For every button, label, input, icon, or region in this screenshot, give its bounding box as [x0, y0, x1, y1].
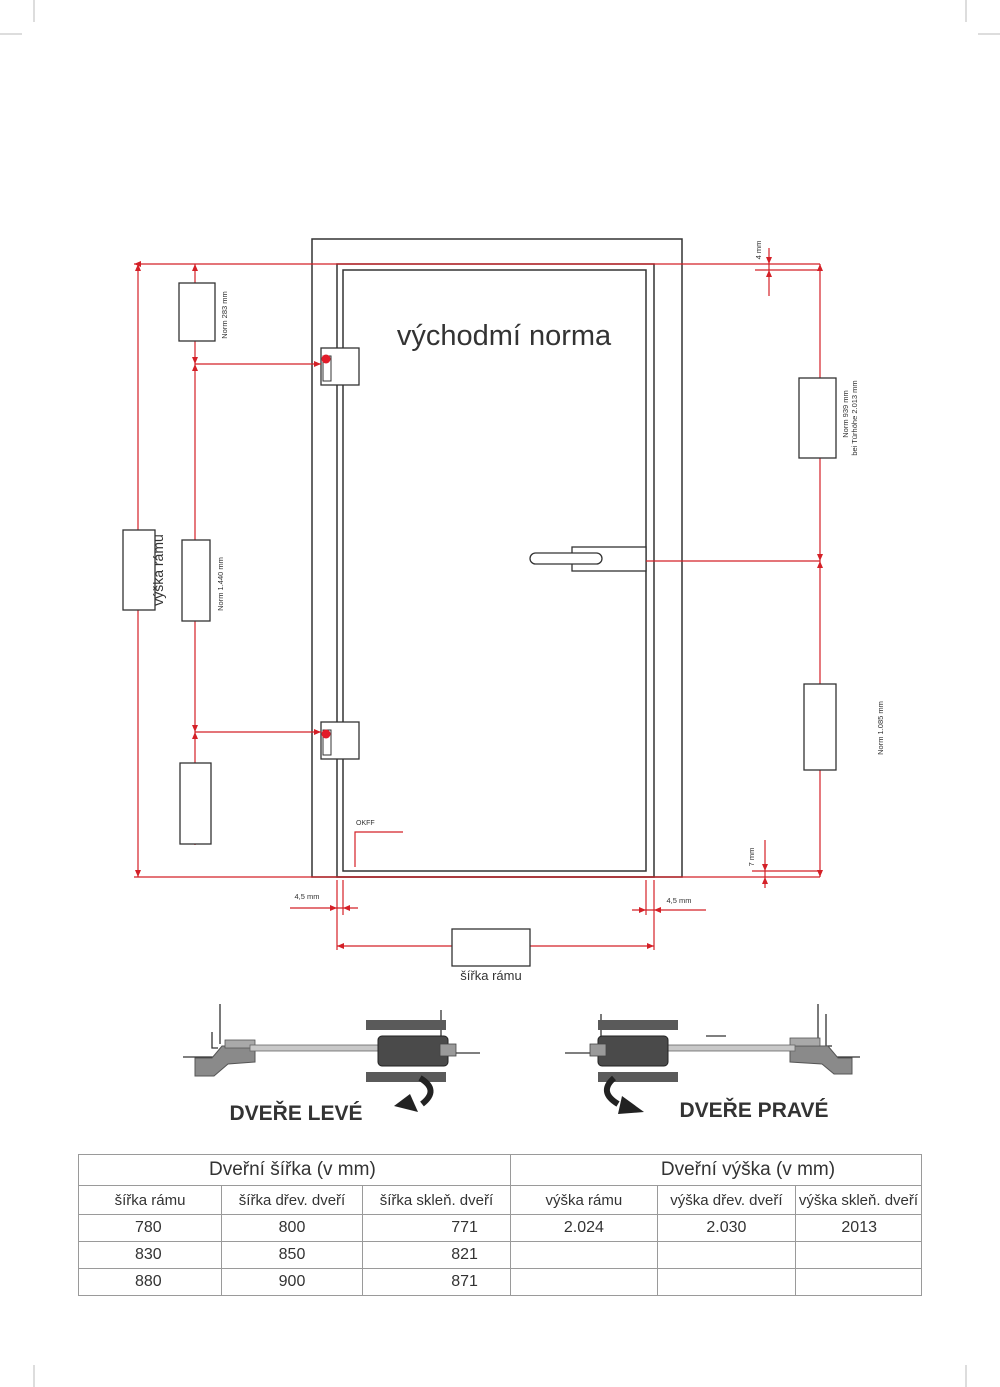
table-header-row: šířka rámu šířka dřev. dveří šířka skleň…	[78, 1185, 923, 1215]
width-group-header: Dveřní šířka (v mm)	[78, 1154, 511, 1186]
table-cell	[656, 1268, 796, 1296]
table-cell: 2.030	[656, 1214, 796, 1242]
col-header: výška skleň. dveří	[794, 1185, 923, 1215]
okff-label: OKFF	[356, 820, 375, 827]
col-header: šířka dřev. dveří	[221, 1185, 363, 1215]
right-gap-label: 4,5 mm	[666, 896, 691, 905]
table-group-row: Dveřní šířka (v mm) Dveřní výška (v mm)	[78, 1154, 923, 1186]
dimension-arrowheads	[134, 257, 823, 949]
table-cell	[509, 1268, 658, 1296]
table-cell: 821	[362, 1241, 511, 1269]
left-gap-label: 4,5 mm	[294, 892, 319, 901]
table-cell: 900	[221, 1268, 363, 1296]
left-door-label: DVEŘE LEVÉ	[229, 1101, 362, 1125]
table-cell	[509, 1241, 658, 1269]
right-door-label: DVEŘE PRAVÉ	[680, 1098, 829, 1122]
door-handle	[529, 546, 647, 572]
table-cell: 2.024	[509, 1214, 658, 1242]
dimension-boxes	[122, 282, 837, 967]
right-door-section	[565, 1004, 860, 1114]
col-header: šířka rámu	[78, 1185, 222, 1215]
norm-1440-label: Norm 1.440 mm	[216, 557, 225, 611]
norm-939-label: Norm 939 mm	[841, 390, 850, 438]
table-cell: 780	[78, 1214, 222, 1242]
table-row: 780 800 771 2.024 2.030 2013	[78, 1214, 923, 1242]
col-header: šířka skleň. dveří	[362, 1185, 511, 1215]
norm-939-note: bei Türhöhe 2.013 mm	[850, 380, 859, 455]
drawing-title: východmí norma	[397, 320, 612, 352]
table-cell: 800	[221, 1214, 363, 1242]
height-group-header: Dveřní výška (v mm)	[509, 1154, 923, 1186]
frame-height-label: výška rámu	[150, 534, 166, 606]
norm-1085-label: Norm 1.085 mm	[876, 701, 885, 755]
table-cell: 850	[221, 1241, 363, 1269]
col-header: výška dřev. dveří	[656, 1185, 796, 1215]
table-cell: 2013	[794, 1214, 923, 1242]
dimension-lines	[134, 248, 821, 950]
table-cell: 880	[78, 1268, 222, 1296]
table-row: 880 900 871	[78, 1268, 923, 1296]
upper-hinge	[320, 347, 360, 386]
frame-width-label: šířka rámu	[460, 968, 521, 983]
bottom-gap-label: 7 mm	[747, 848, 756, 867]
col-header: výška rámu	[509, 1185, 658, 1215]
table-cell	[794, 1241, 923, 1269]
table-cell	[794, 1268, 923, 1296]
top-gap-label: 4 mm	[754, 241, 763, 260]
table-cell	[656, 1241, 796, 1269]
left-door-section	[183, 1004, 480, 1112]
dimension-table: Dveřní šířka (v mm) Dveřní výška (v mm) …	[78, 1154, 923, 1296]
norm-283-label: Norm 283 mm	[220, 291, 229, 339]
lower-hinge	[320, 721, 360, 760]
table-cell: 830	[78, 1241, 222, 1269]
table-row: 830 850 821	[78, 1241, 923, 1269]
table-cell: 871	[362, 1268, 511, 1296]
table-cell: 771	[362, 1214, 511, 1242]
